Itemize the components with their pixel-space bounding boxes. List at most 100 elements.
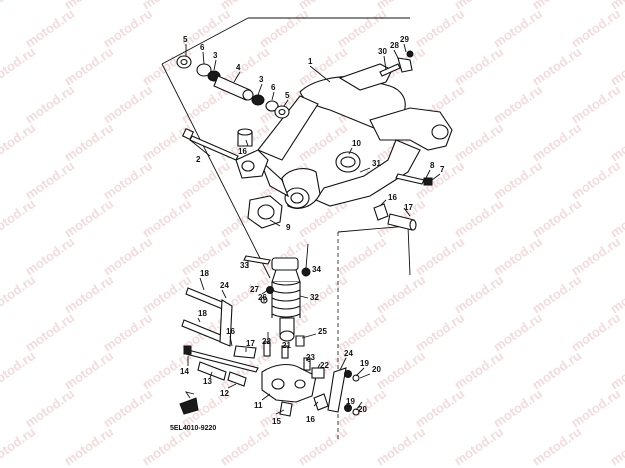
watermark-text: motod.ru (412, 234, 467, 279)
watermark-text: motod.ru (0, 424, 38, 468)
right-bushing-shaft (373, 203, 417, 231)
watermark-text: motod.ru (490, 386, 545, 431)
watermark-text: motod.ru (100, 386, 155, 431)
callout-33: 33 (240, 261, 249, 270)
watermark-text: motod.ru (100, 82, 155, 127)
watermark-text: motod.ru (529, 196, 584, 241)
watermark-text: motod.ru (568, 6, 623, 51)
callout-16b: 16 (388, 193, 397, 202)
callout-24: 24 (220, 281, 229, 290)
watermark-text: motod.ru (0, 44, 38, 89)
link-block (235, 149, 269, 179)
callout-30: 30 (378, 47, 387, 56)
watermark-text: motod.ru (529, 120, 584, 165)
watermark-text: motod.ru (22, 158, 77, 203)
chain-guard-9 (247, 195, 283, 229)
watermark-text: motod.ru (100, 310, 155, 355)
watermark-text: motod.ru (529, 272, 584, 317)
watermark-text: motod.ru (451, 196, 506, 241)
callout-34: 34 (312, 265, 321, 274)
bolt-8 (395, 173, 433, 186)
callout-8: 8 (430, 161, 435, 170)
watermark-text: motod.ru (100, 158, 155, 203)
callout-4: 4 (236, 63, 241, 72)
watermark-text: motod.ru (607, 120, 625, 165)
callout-7: 7 (440, 165, 445, 174)
callout-labels: 1 2 3 3 4 5 5 6 6 7 8 9 10 11 12 13 14 1… (170, 35, 445, 432)
watermark-text: motod.ru (217, 424, 272, 468)
callout-12: 12 (220, 389, 229, 398)
watermark-text: motod.ru (0, 196, 38, 241)
shock-hardware (243, 255, 311, 347)
callout-23: 23 (306, 353, 315, 362)
callout-27: 27 (250, 285, 259, 294)
watermark-text: motod.ru (529, 44, 584, 89)
swing-arm (257, 63, 453, 209)
watermark-text: motod.ru (22, 310, 77, 355)
watermark-text: motod.ru (0, 348, 38, 393)
watermark-text: motod.ru (295, 272, 350, 317)
callout-16d: 16 (306, 415, 315, 424)
watermark-text: motod.ru (568, 82, 623, 127)
watermark-text: motod.ru (451, 44, 506, 89)
callout-13: 13 (203, 377, 212, 386)
callout-11: 11 (254, 401, 263, 410)
watermark-text: motod.ru (451, 272, 506, 317)
watermark-text: motod.ru (412, 6, 467, 51)
callout-20b: 20 (358, 405, 367, 414)
callout-3b: 3 (259, 75, 264, 84)
callout-19b: 19 (346, 397, 355, 406)
callout-20: 20 (372, 365, 381, 374)
callout-28: 28 (390, 41, 399, 50)
watermark-text: motod.ru (22, 6, 77, 51)
watermark-text: motod.ru (61, 44, 116, 89)
watermark-text: motod.ru (607, 272, 625, 317)
watermark-text: motod.ru (529, 424, 584, 468)
watermark-text: motod.ru (0, 120, 38, 165)
watermark-text: motod.ru (61, 196, 116, 241)
watermark-text: motod.ru (490, 82, 545, 127)
relay-arm-11 (261, 363, 317, 403)
linkage-studs (263, 341, 311, 371)
leader-lines (185, 43, 441, 415)
callout-16a: 16 (238, 147, 247, 156)
watermark-text: motod.ru (490, 158, 545, 203)
watermark-text: motod.ru (100, 6, 155, 51)
watermark-text: motod.ru (607, 196, 625, 241)
collar-16-top (237, 128, 253, 147)
callout-2: 2 (196, 155, 201, 164)
chain-adjuster (379, 50, 414, 77)
callout-1: 1 (308, 57, 313, 66)
watermark-text: motod.ru (607, 424, 625, 468)
callout-22: 22 (262, 337, 271, 346)
frame-outline (161, 17, 411, 440)
rear-shock-32 (271, 257, 301, 342)
callout-25: 25 (318, 327, 327, 336)
watermark-text: motod.ru (22, 234, 77, 279)
callout-18b: 18 (198, 309, 207, 318)
watermark-text: motod.ru (529, 348, 584, 393)
callout-3: 3 (213, 51, 218, 60)
callout-29: 29 (400, 35, 409, 44)
watermark-text: motod.ru (334, 234, 389, 279)
connecting-rods (181, 287, 233, 347)
pivot-parts (176, 55, 290, 119)
watermark-text: motod.ru (61, 348, 116, 393)
watermark-text: motod.ru (451, 120, 506, 165)
linkage-right (279, 367, 360, 417)
watermark-text: motod.ru (139, 120, 194, 165)
watermark-text: motod.ru (490, 310, 545, 355)
watermark-text: motod.ru (139, 196, 194, 241)
callout-6b: 6 (271, 83, 276, 92)
watermark-text: motod.ru (100, 234, 155, 279)
watermark-text: motod.ru (22, 386, 77, 431)
front-arrow-icon (179, 391, 199, 415)
watermark-text: motod.ru (61, 120, 116, 165)
watermark-text: motod.ru (295, 424, 350, 468)
callout-21: 21 (282, 341, 291, 350)
watermark-text: motod.ru (373, 348, 428, 393)
watermark-text: motod.ru (256, 6, 311, 51)
callout-15: 15 (272, 417, 281, 426)
